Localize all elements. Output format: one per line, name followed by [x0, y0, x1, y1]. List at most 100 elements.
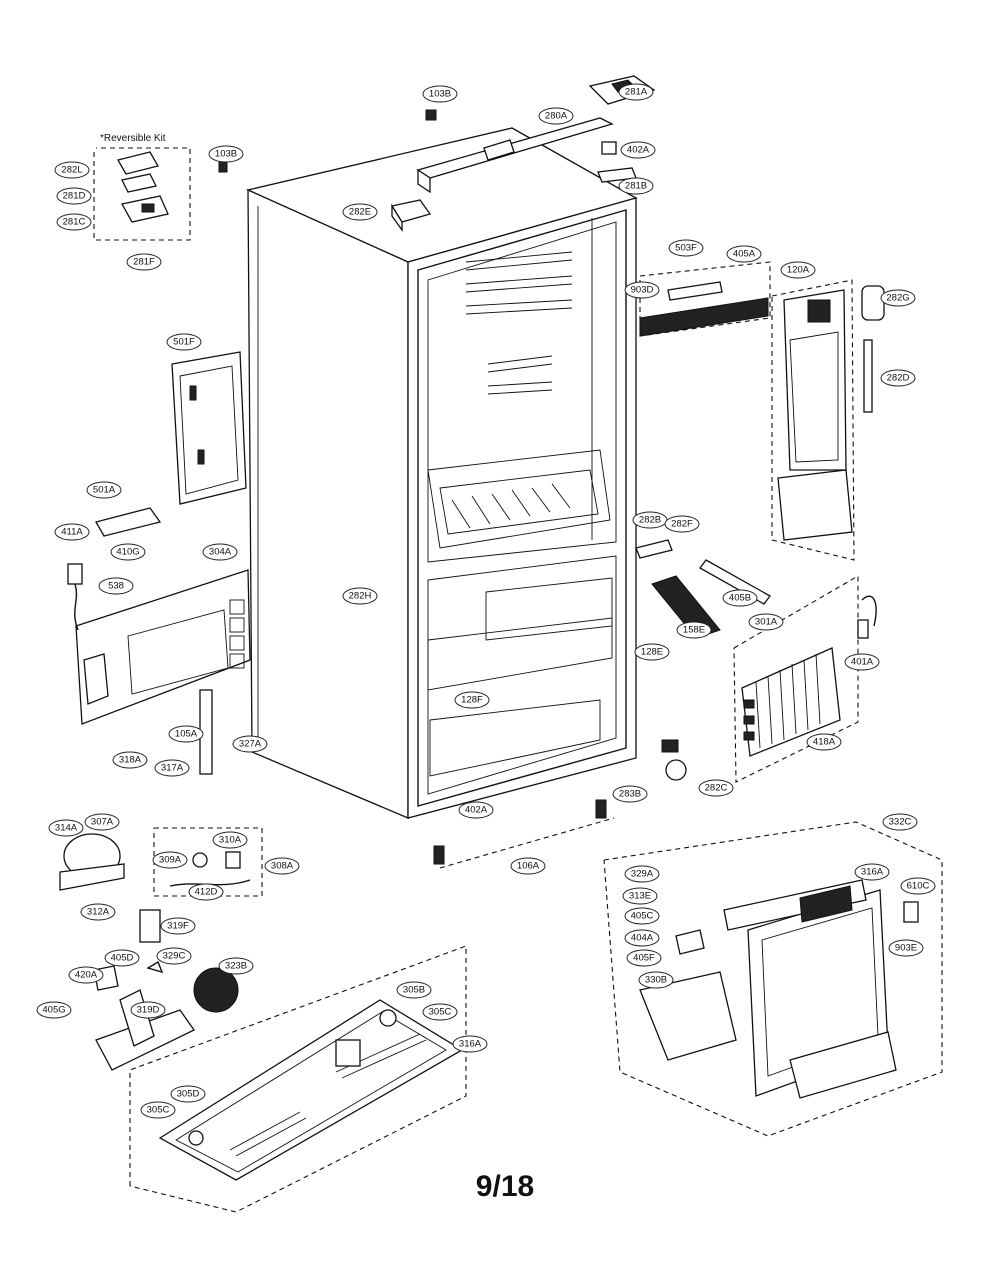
callout-bubble [130, 1001, 166, 1019]
callout-bubble [880, 289, 916, 307]
callout-label: 501F [166, 333, 202, 351]
callout-text: 105A [175, 729, 198, 740]
evaporator-301a [733, 575, 877, 783]
callout-label: 418A [806, 733, 842, 751]
callout-text: 281F [133, 257, 155, 268]
filter-grille-503f [639, 261, 771, 337]
callout-label: 309A [152, 851, 188, 869]
callout-bubble [98, 577, 134, 595]
callout-bubble [56, 213, 92, 231]
callout-label: 128F [454, 691, 490, 709]
callout-text: 329C [163, 951, 186, 962]
callout-label: 329A [624, 865, 660, 883]
callout-label: 281C [56, 213, 92, 231]
callout-bubble [152, 851, 188, 869]
callout-text: 317A [161, 763, 184, 774]
callout-bubble [620, 141, 656, 159]
callout-label: 538 [98, 577, 134, 595]
callout-text: 318A [119, 755, 142, 766]
callout-text: 282H [349, 591, 372, 602]
callout-text: 103B [429, 89, 451, 100]
callout-label: 903E [888, 939, 924, 957]
callout-text: 120A [787, 265, 810, 276]
callout-text: 305C [429, 1007, 452, 1018]
sensor-411a [67, 563, 83, 631]
callout-bubble [86, 481, 122, 499]
callout-label: 158E [676, 621, 712, 639]
plug-103b [425, 109, 437, 121]
callout-text: 281A [625, 87, 648, 98]
callout-text: 309A [159, 855, 182, 866]
callout-text: 405A [733, 249, 756, 260]
callout-label: 503F [668, 239, 704, 257]
callout-text: 310A [219, 835, 242, 846]
callout-text: 323B [225, 961, 247, 972]
callout-text: 405D [111, 953, 134, 964]
callout-label: 323B [218, 957, 254, 975]
callout-label: 402A [620, 141, 656, 159]
callout-label: 282E [342, 203, 378, 221]
callout-bubble [232, 735, 268, 753]
callout-text: 316A [861, 867, 884, 878]
callout-bubble [68, 966, 104, 984]
callout-bubble [110, 543, 146, 561]
callout-label: 405B [722, 589, 758, 607]
foot-leader [439, 817, 615, 869]
top-hinge-cover [416, 117, 614, 194]
callout-bubble [218, 957, 254, 975]
callout-bubble [126, 253, 162, 271]
callout-bubble [668, 239, 704, 257]
callout-text: 128F [461, 695, 483, 706]
callout-bubble [624, 907, 660, 925]
callout-text: 420A [75, 970, 98, 981]
callout-bubble [900, 877, 936, 895]
callout-text: 282E [349, 207, 371, 218]
callout-bubble [634, 643, 670, 661]
callout-text: 282D [887, 373, 910, 384]
callout-text: 402A [465, 805, 488, 816]
callout-label: 305D [170, 1085, 206, 1103]
callout-bubble [612, 785, 648, 803]
callout-bubble [188, 883, 224, 901]
callout-text: 282C [705, 783, 728, 794]
callout-label: 404A [624, 929, 660, 947]
callout-bubble [806, 733, 842, 751]
callout-bubble [54, 161, 90, 179]
callout-label: 329C [156, 947, 192, 965]
callout-label: 282G [880, 289, 916, 307]
callout-bubble [422, 1003, 458, 1021]
callout-bubble [168, 725, 204, 743]
callout-bubble [622, 887, 658, 905]
callout-bubble [880, 369, 916, 387]
callout-label: 405D [104, 949, 140, 967]
callout-text: 308A [271, 861, 294, 872]
callout-bubble [722, 589, 758, 607]
reversible-kit-note: *Reversible Kit [100, 133, 166, 144]
callout-text: 283B [619, 789, 641, 800]
callout-text: 410G [116, 547, 139, 558]
callout-text: 405F [633, 953, 655, 964]
callout-bubble [80, 903, 116, 921]
callout-bubble [618, 177, 654, 195]
callout-text: 103B [215, 149, 237, 160]
callout-bubble [676, 621, 712, 639]
drain-pan-315a [129, 945, 467, 1213]
callout-label: 283B [612, 785, 648, 803]
callout-text: 281D [63, 191, 86, 202]
callout-text: 332C [889, 817, 912, 828]
callout-text: 282L [61, 165, 82, 176]
back-panel-304a [75, 569, 251, 725]
callout-label: 281D [56, 187, 92, 205]
callout-label: 405A [726, 245, 762, 263]
callout-text: 501F [173, 337, 195, 348]
callout-label: 319F [160, 917, 196, 935]
callout-bubble [780, 261, 816, 279]
callout-text: 903D [631, 285, 654, 296]
callout-text: 128E [641, 647, 663, 658]
callout-text: 903E [895, 943, 917, 954]
ice-maker-332c [603, 821, 943, 1137]
callout-bubble [624, 865, 660, 883]
callout-label: 304A [202, 543, 238, 561]
access-panel-501f [171, 351, 247, 505]
